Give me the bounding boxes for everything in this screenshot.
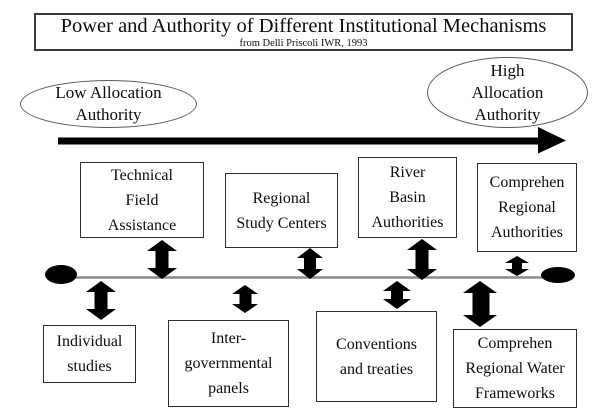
high-allocation-authority-label: High Allocation Authority bbox=[471, 60, 544, 124]
connector-arrow-comprehen-regional-authorities bbox=[505, 256, 529, 276]
box-label: Individual studies bbox=[56, 333, 123, 375]
connector-arrow-technical-field-assistance bbox=[147, 240, 177, 279]
box-technical-field-assistance: Technical Field Assistance bbox=[80, 162, 204, 238]
box-individual-studies: Individual studies bbox=[43, 325, 136, 383]
box-label: Comprehen Regional Authorities bbox=[489, 174, 565, 241]
axis-endpoint-right-dot bbox=[541, 267, 575, 283]
box-label: Inter- governmental panels bbox=[184, 330, 273, 397]
connector-arrow-individual-studies bbox=[86, 281, 116, 320]
low-allocation-authority-oval: Low Allocation Authority bbox=[20, 80, 197, 128]
box-label: Conventions and treaties bbox=[336, 335, 417, 378]
low-allocation-authority-label: Low Allocation Authority bbox=[55, 83, 162, 124]
spectrum-arrow-shaft bbox=[58, 137, 540, 145]
connector-arrow-conventions-and-treaties bbox=[383, 281, 411, 309]
box-conventions-and-treaties: Conventions and treaties bbox=[316, 311, 437, 402]
box-label: Technical Field Assistance bbox=[107, 166, 177, 234]
page-title: Power and Authority of Different Institu… bbox=[60, 15, 547, 37]
high-allocation-authority-oval: High Allocation Authority bbox=[427, 57, 588, 128]
spectrum-arrow bbox=[58, 127, 566, 154]
connector-arrow-intergovernmental-panels bbox=[232, 285, 258, 313]
connector-arrow-comprehen-regional-water-frameworks bbox=[463, 281, 497, 327]
title-attribution: from Delli Priscoli IWR, 1993 bbox=[239, 38, 368, 49]
axis-endpoint-left-dot bbox=[45, 265, 77, 284]
box-regional-study-centers: Regional Study Centers bbox=[225, 173, 338, 248]
box-label: Comprehen Regional Water Frameworks bbox=[465, 335, 565, 402]
box-comprehen-regional-water-frameworks: Comprehen Regional Water Frameworks bbox=[453, 329, 577, 408]
box-river-basin-authorities: River Basin Authorities bbox=[358, 157, 457, 238]
box-intergovernmental-panels: Inter- governmental panels bbox=[168, 320, 289, 407]
connector-arrow-river-basin-authorities bbox=[407, 239, 437, 280]
box-label: Regional Study Centers bbox=[236, 189, 327, 232]
box-comprehen-regional-authorities: Comprehen Regional Authorities bbox=[477, 163, 577, 252]
title-box: Power and Authority of Different Institu… bbox=[34, 13, 573, 51]
spectrum-arrowhead-icon bbox=[538, 127, 566, 154]
connector-arrow-regional-study-centers bbox=[297, 248, 323, 279]
box-label: River Basin Authorities bbox=[371, 164, 444, 231]
